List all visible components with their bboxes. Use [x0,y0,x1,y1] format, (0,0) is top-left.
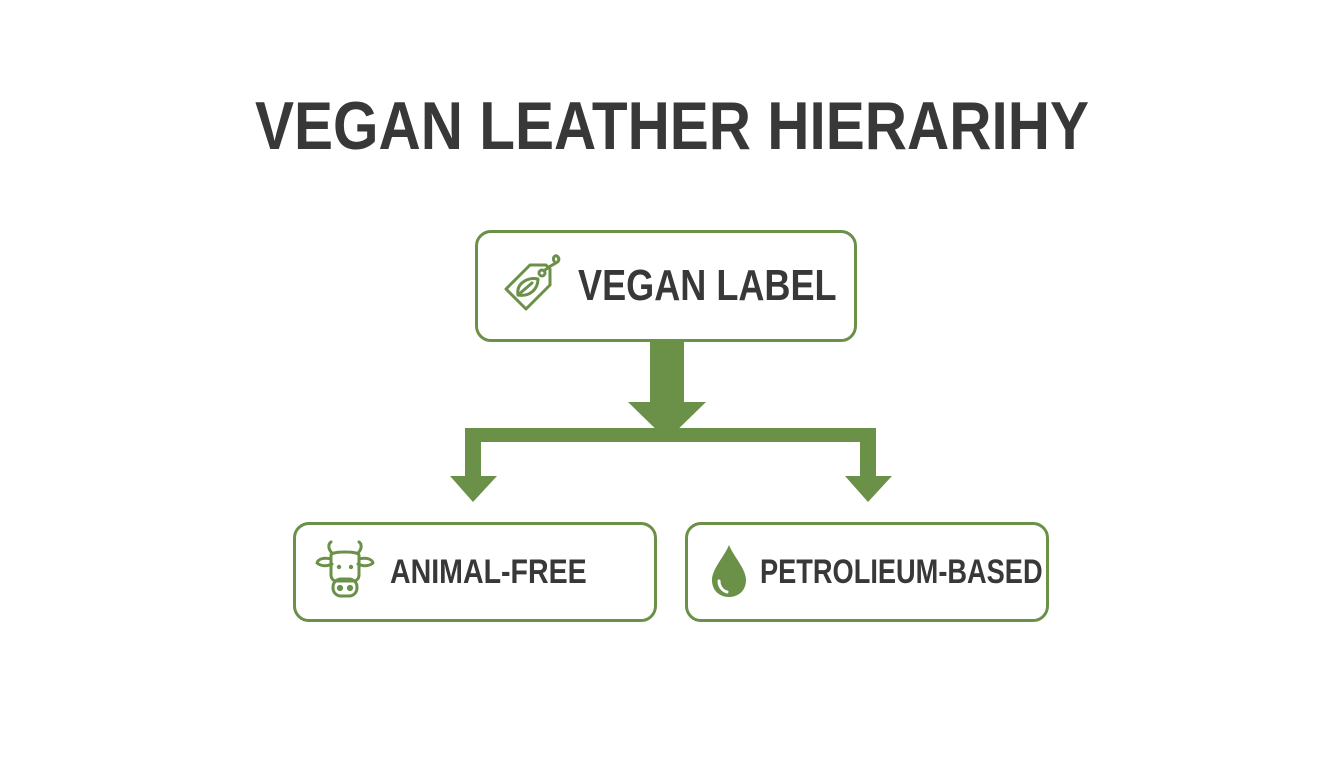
left-branch-arrowhead [450,476,497,502]
node-animal-free-text: ANIMAL-FREE [390,552,587,591]
branch-bar [465,428,876,442]
oil-drop-icon [706,539,752,606]
leaf-tag-icon [500,253,566,320]
node-vegan-label: VEGAN LABEL [475,230,857,342]
trunk-arrowhead [628,402,706,440]
right-branch-arrowhead [845,476,892,502]
trunk-stem [650,340,684,404]
node-vegan-label-text: VEGAN LABEL [578,261,837,310]
left-branch-stem [465,428,481,478]
cow-icon [314,539,376,606]
diagram-title: VEGAN LEATHER HIERARIHY [255,88,1089,164]
right-branch-stem [860,428,876,478]
node-petroleum-based-text: PETROLIEUM-BASED [760,552,1043,591]
node-animal-free: ANIMAL-FREE [293,522,657,622]
node-petroleum-based: PETROLIEUM-BASED [685,522,1049,622]
